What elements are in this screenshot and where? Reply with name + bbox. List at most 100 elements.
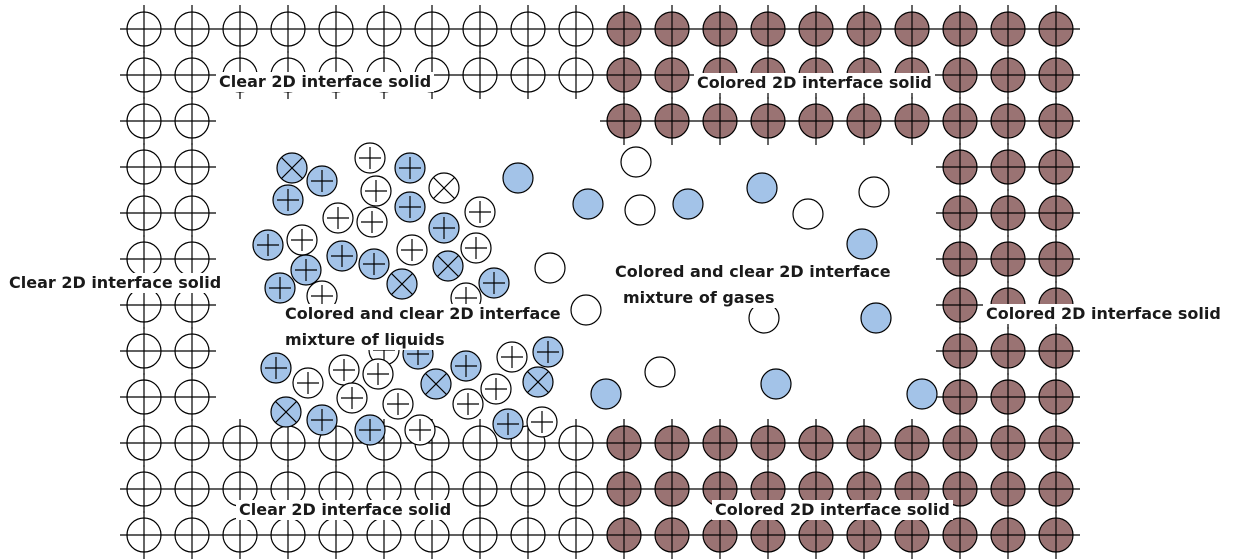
colored-solid-particle — [840, 5, 888, 53]
clear-solid-particle — [552, 419, 600, 467]
clear-liquid-particle — [328, 354, 360, 386]
blue-liquid-particle — [354, 414, 386, 446]
colored-solid-particle — [1032, 373, 1080, 421]
blue-gas-particle — [860, 302, 892, 334]
colored-solid-particle — [984, 51, 1032, 99]
blue-liquid-particle — [326, 240, 358, 272]
blue-liquid-particle — [420, 368, 452, 400]
clear-liquid-particle — [322, 202, 354, 234]
clear-solid-particle — [168, 511, 216, 559]
clear-solid-particle — [120, 5, 168, 53]
blue-gas-particle — [590, 378, 622, 410]
colored-solid-particle — [792, 419, 840, 467]
colored-solid-particle — [648, 5, 696, 53]
colored-solid-particle — [648, 97, 696, 145]
colored-solid-particle — [600, 419, 648, 467]
colored-solid-particle — [696, 465, 744, 513]
colored-solid-particle — [1032, 419, 1080, 467]
clear-solid-particle — [456, 511, 504, 559]
clear-solid-particle — [120, 97, 168, 145]
label-liquid-mixture-line1: Colored and clear 2D interface — [282, 304, 564, 324]
colored-solid-particle — [600, 51, 648, 99]
colored-solid-particle — [600, 511, 648, 559]
blue-liquid-particle — [270, 396, 302, 428]
blue-liquid-particle — [306, 165, 338, 197]
clear-liquid-particle — [336, 382, 368, 414]
colored-solid-particle — [888, 97, 936, 145]
clear-liquid-particle — [480, 373, 512, 405]
clear-gas-particle — [858, 176, 890, 208]
blue-gas-particle — [846, 228, 878, 260]
colored-solid-particle — [1032, 143, 1080, 191]
colored-solid-particle — [648, 511, 696, 559]
blue-gas-particle — [760, 368, 792, 400]
colored-solid-particle — [936, 5, 984, 53]
clear-solid-particle — [216, 419, 264, 467]
blue-gas-particle — [906, 378, 938, 410]
colored-solid-particle — [600, 5, 648, 53]
clear-solid-particle — [456, 51, 504, 99]
colored-solid-particle — [984, 327, 1032, 375]
colored-solid-particle — [984, 189, 1032, 237]
colored-solid-particle — [648, 465, 696, 513]
clear-gas-particle — [624, 194, 656, 226]
clear-solid-particle — [168, 143, 216, 191]
colored-solid-particle — [984, 97, 1032, 145]
clear-solid-particle — [168, 189, 216, 237]
label-clear-solid-left: Clear 2D interface solid — [6, 273, 225, 293]
colored-solid-particle — [600, 97, 648, 145]
clear-solid-particle — [552, 5, 600, 53]
label-colored-solid-right: Colored 2D interface solid — [983, 304, 1224, 324]
clear-solid-particle — [120, 51, 168, 99]
blue-liquid-particle — [386, 268, 418, 300]
blue-gas-particle — [672, 188, 704, 220]
clear-liquid-particle — [382, 388, 414, 420]
colored-solid-particle — [936, 511, 984, 559]
blue-liquid-particle — [290, 254, 322, 286]
liquid-mixture-region — [252, 142, 564, 446]
blue-liquid-particle — [306, 404, 338, 436]
label-clear-solid-top: Clear 2D interface solid — [216, 72, 435, 92]
gas-mixture-region — [502, 146, 938, 410]
clear-solid-particle — [504, 465, 552, 513]
clear-liquid-particle — [460, 232, 492, 264]
clear-solid-particle — [552, 465, 600, 513]
blue-liquid-particle — [394, 152, 426, 184]
colored-solid-particle — [1032, 97, 1080, 145]
colored-solid-particle — [936, 281, 984, 329]
colored-solid-particle — [888, 511, 936, 559]
clear-liquid-particle — [360, 175, 392, 207]
label-clear-solid-bottom: Clear 2D interface solid — [236, 500, 455, 520]
label-liquid-mixture-line2: mixture of liquids — [282, 330, 448, 350]
clear-solid-particle — [168, 5, 216, 53]
blue-liquid-particle — [478, 267, 510, 299]
blue-liquid-particle — [264, 272, 296, 304]
blue-liquid-particle — [450, 350, 482, 382]
clear-solid-particle — [168, 97, 216, 145]
clear-solid-particle — [120, 373, 168, 421]
clear-solid-particle — [552, 511, 600, 559]
colored-solid-particle — [1032, 51, 1080, 99]
clear-liquid-particle — [404, 414, 436, 446]
colored-solid-particle — [984, 5, 1032, 53]
clear-liquid-particle — [292, 367, 324, 399]
clear-gas-particle — [570, 294, 602, 326]
colored-solid-particle — [840, 97, 888, 145]
clear-solid-particle — [168, 465, 216, 513]
colored-solid-particle — [936, 235, 984, 283]
clear-solid-particle — [120, 511, 168, 559]
clear-solid-particle — [120, 189, 168, 237]
clear-liquid-particle — [286, 224, 318, 256]
clear-solid-particle — [168, 419, 216, 467]
clear-solid-particle — [456, 5, 504, 53]
clear-liquid-particle — [362, 358, 394, 390]
blue-gas-particle — [746, 172, 778, 204]
colored-solid-particle — [600, 465, 648, 513]
label-colored-solid-bottom: Colored 2D interface solid — [712, 500, 953, 520]
colored-solid-particle — [936, 419, 984, 467]
colored-solid-particle — [744, 5, 792, 53]
colored-solid-particle — [696, 5, 744, 53]
blue-liquid-particle — [260, 352, 292, 384]
clear-solid-particle — [552, 51, 600, 99]
colored-solid-particle — [984, 235, 1032, 283]
